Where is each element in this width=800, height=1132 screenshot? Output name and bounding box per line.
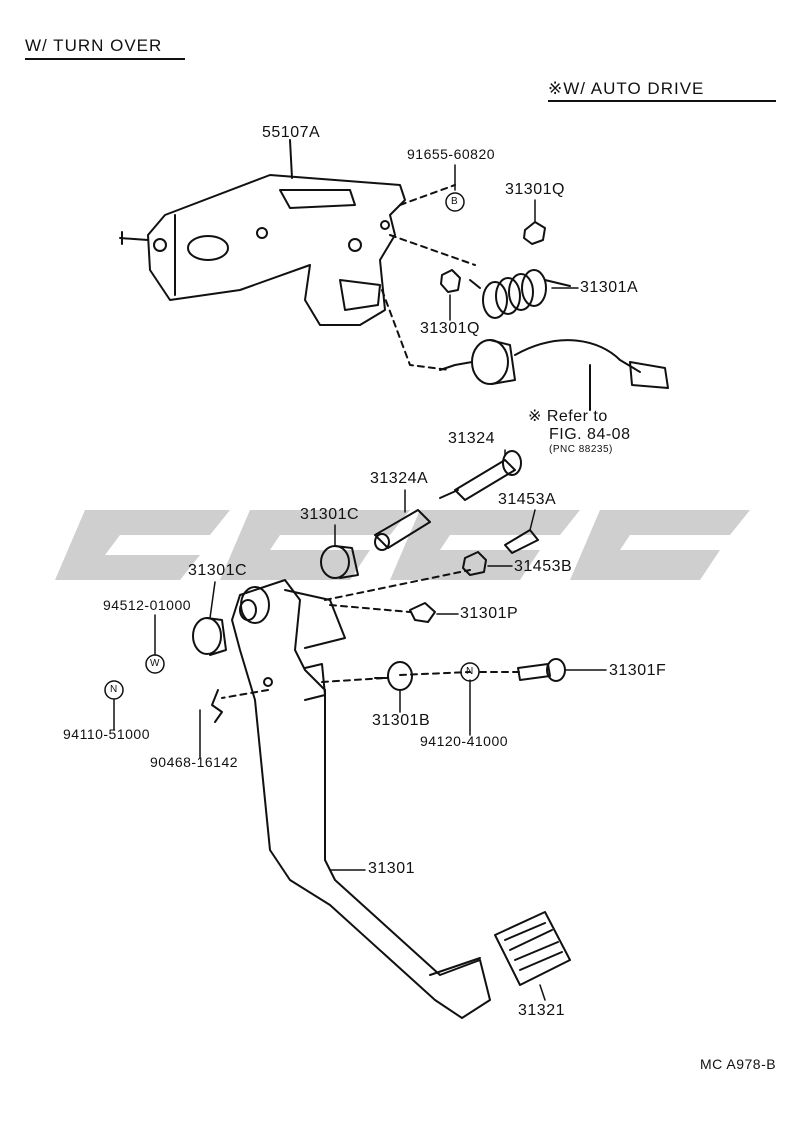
clip-90468 [211, 689, 223, 723]
symbol-B-circle [445, 192, 465, 212]
leader-lines [113, 164, 607, 1001]
label-31301P: 31301P [460, 605, 519, 622]
label-31301: 31301 [368, 860, 415, 877]
header-left-underline [25, 58, 185, 60]
cruise-switch [439, 339, 669, 411]
symbol-N-circle-left [104, 680, 124, 700]
clip-31301P [409, 602, 436, 623]
label-90468-16142: 90468-16142 [150, 754, 239, 770]
label-31301A: 31301A [580, 279, 639, 296]
pedal-arm-31301 [231, 579, 491, 1019]
label-94512-01000: 94512-01000 [103, 597, 192, 613]
label-31301Q-bottom: 31301Q [420, 320, 480, 337]
label-55107A: 55107A [262, 124, 321, 141]
symbol-N-right: N [466, 666, 474, 677]
label-31453B: 31453B [514, 558, 573, 575]
pedal-pad-31321 [494, 911, 571, 986]
label-31301C-lower: 31301C [188, 562, 248, 579]
bolt-31324 [439, 450, 522, 501]
nut-31301Q-top [523, 221, 546, 245]
bracket-55107A [119, 139, 406, 326]
header-left-title: W/ TURN OVER [25, 36, 163, 55]
header-right-underline [548, 100, 776, 102]
tube-31324A [374, 509, 431, 551]
label-94110-51000: 94110-51000 [63, 726, 150, 742]
label-91655-60820: 91655-60820 [407, 146, 496, 162]
figure-code: MC A978-B [700, 1056, 777, 1072]
symbol-B: B [451, 196, 459, 207]
header-right-title: ※W/ AUTO DRIVE [548, 79, 705, 98]
label-31301B: 31301B [372, 712, 431, 729]
label-31301Q-top: 31301Q [505, 181, 565, 198]
pin-31453A [504, 529, 539, 554]
bolt-31301F [517, 658, 566, 682]
label-31301C-upper: 31301C [300, 506, 360, 523]
label-31324: 31324 [448, 430, 495, 447]
label-refer-line2: FIG. 84-08 [549, 426, 631, 443]
label-refer-line1: ※ Refer to [528, 408, 608, 425]
label-refer-line3: (PNC 88235) [549, 444, 613, 455]
stopper-31301B [374, 661, 413, 691]
label-31301F: 31301F [609, 662, 667, 679]
label-31324A: 31324A [370, 470, 429, 487]
label-94120-41000: 94120-41000 [420, 733, 509, 749]
bushing-31301C-lower [192, 617, 227, 656]
spring-31301A [469, 269, 571, 319]
nut-31453B [462, 551, 487, 576]
label-31321: 31321 [518, 1002, 565, 1019]
nut-31301Q-bottom [440, 269, 461, 293]
symbol-N-circle-right [460, 662, 480, 682]
watermark-logo [55, 510, 750, 580]
label-31453A: 31453A [498, 491, 557, 508]
leader-dashes [221, 184, 521, 699]
symbol-W: W [150, 658, 160, 669]
symbol-W-circle [145, 654, 165, 674]
symbol-N-left: N [110, 684, 118, 695]
